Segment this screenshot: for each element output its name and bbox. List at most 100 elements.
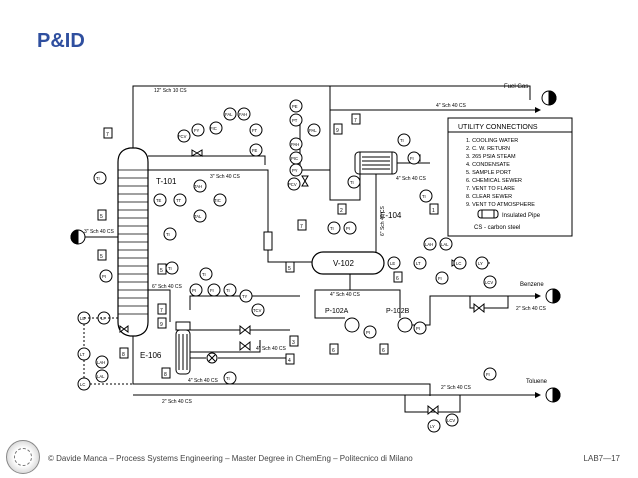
instrument-lt: LT	[413, 256, 427, 270]
svg-text:FY: FY	[194, 128, 200, 133]
instrument-fi-benz: FI	[435, 271, 449, 285]
instrument-pic: PIC	[289, 151, 303, 165]
instrument-ti-cw: TI	[419, 189, 433, 203]
instrument-ly-tol: LY	[427, 419, 441, 433]
bottoms-upper-pipe-label: 6" Sch 40 CS	[152, 284, 183, 290]
fuel-gas-terminal	[541, 90, 557, 106]
svg-text:TE: TE	[156, 198, 162, 203]
svg-text:TI: TI	[350, 180, 354, 185]
steam-pipe-label: 4" Sch 40 CS	[256, 346, 287, 352]
instrument-pi-pa: PI	[363, 325, 377, 339]
instrument-tal: TAL	[193, 209, 207, 223]
pump-a-label: P-102A	[325, 308, 349, 315]
drum-label: V-102	[333, 259, 354, 268]
instrument-lc-reb: LC	[77, 377, 91, 391]
svg-text:FI: FI	[486, 372, 490, 377]
instrument-pal: PAL	[307, 123, 321, 137]
utility-item-3: 3. 265 PSIA STEAM	[466, 154, 516, 160]
column-t101: T-101	[117, 147, 177, 337]
svg-text:FI: FI	[410, 156, 414, 161]
instrument-pcv: PCV	[287, 177, 301, 191]
fuel-gas-pipe-label: 4" Sch 40 CS	[436, 103, 467, 109]
bottoms-pipe-label: 2" Sch 40 CS	[162, 399, 193, 405]
svg-text:TI: TI	[168, 266, 172, 271]
instrument-pt: PT	[289, 113, 303, 127]
svg-text:FIC: FIC	[210, 126, 217, 131]
svg-text:PY: PY	[292, 168, 298, 173]
svg-text:TI: TI	[96, 176, 100, 181]
utility-item-5: 5. SAMPLE PORT	[466, 170, 512, 176]
page-number: LAB7—17	[583, 454, 620, 463]
utility-item-6: 6. CHEMICAL SEWER	[466, 178, 522, 184]
svg-text:LC: LC	[456, 261, 461, 266]
instrument-ly: LY	[475, 256, 489, 270]
utility-item-2: 2. C. W. RETURN	[466, 146, 510, 152]
condenser-vert-pipe-label: 6" Sch 40 CS	[380, 205, 386, 236]
svg-text:LAL: LAL	[441, 242, 449, 247]
instrument-fcv: FCV	[177, 129, 191, 143]
instrument-ti-low: TI	[165, 261, 179, 275]
svg-text:LC: LC	[80, 382, 85, 387]
svg-text:LT: LT	[416, 261, 421, 266]
svg-text:5: 5	[160, 268, 163, 274]
svg-text:1: 1	[432, 208, 435, 214]
svg-text:PAL: PAL	[309, 128, 317, 133]
instrument-lcv-benz: LCV	[483, 275, 497, 289]
pump-b-label: P-102B	[386, 308, 410, 315]
feed-terminal	[70, 229, 86, 245]
svg-text:8: 8	[164, 372, 167, 378]
svg-text:FE: FE	[252, 148, 258, 153]
university-seal-icon	[6, 440, 40, 474]
svg-text:LAH: LAH	[97, 360, 105, 365]
instrument-fic: FIC	[209, 121, 223, 135]
instrument-ty: TY	[239, 289, 253, 303]
svg-text:8: 8	[122, 352, 125, 358]
benzene-terminal	[545, 288, 561, 304]
fuel-gas-label: Fuel Gas	[504, 84, 528, 90]
svg-text:FAL: FAL	[225, 112, 233, 117]
instrument-tcv: TCV	[251, 303, 265, 317]
svg-text:PI: PI	[192, 288, 196, 293]
slide-title: P&ID	[37, 30, 85, 52]
svg-text:PI: PI	[102, 274, 106, 279]
instrument-pi-reb: PI	[189, 283, 203, 297]
svg-text:TCV: TCV	[253, 308, 262, 313]
svg-text:LCV: LCV	[485, 280, 493, 285]
toluene-terminal	[545, 387, 561, 403]
svg-text:9: 9	[160, 322, 163, 328]
drum-bottom-pipe-label: 4" Sch 40 CS	[330, 292, 361, 298]
instrument-pi-pb: PI	[413, 321, 427, 335]
svg-text:PE: PE	[292, 104, 298, 109]
svg-text:PI: PI	[346, 226, 350, 231]
instrument-pi-col: PI	[99, 269, 113, 283]
instrument-ti-cond: TI	[347, 175, 361, 189]
svg-text:7: 7	[354, 118, 357, 124]
instrument-ti-col: TI	[93, 171, 107, 185]
svg-text:TAL: TAL	[194, 214, 202, 219]
carbon-steel-label: CS - carbon steel	[474, 225, 520, 231]
reboiler-label: E-106	[140, 351, 162, 360]
insulated-pipe-label: Insulated Pipe	[502, 213, 541, 219]
instrument-fy: FY	[191, 123, 205, 137]
column-label: T-101	[156, 177, 177, 186]
instrument-lt-reb: LT	[77, 347, 91, 361]
utility-legend-header: UTILITY CONNECTIONS	[458, 124, 538, 131]
svg-text:LY: LY	[478, 261, 483, 266]
toluene-label: Toluene	[526, 379, 548, 385]
svg-text:TI: TI	[202, 272, 206, 277]
reboiler-pipe-label: 4" Sch 40 CS	[188, 378, 219, 384]
pump-p102b: P-102B	[386, 308, 413, 333]
svg-text:5: 5	[100, 214, 103, 220]
svg-text:TI: TI	[166, 232, 170, 237]
instrument-lah-reb: LAH	[95, 355, 109, 369]
instrument-ti-mid: TI	[163, 227, 177, 241]
instrument-fi-reb: FI	[207, 283, 221, 297]
svg-text:TI: TI	[400, 138, 404, 143]
svg-text:LY: LY	[430, 424, 435, 429]
benzene-label: Benzene	[520, 282, 544, 288]
svg-text:9: 9	[336, 128, 339, 134]
svg-text:7: 7	[160, 308, 163, 314]
svg-text:TI: TI	[226, 376, 230, 381]
svg-text:4: 4	[288, 358, 291, 364]
footer-credit: © Davide Manca – Process Systems Enginee…	[48, 454, 413, 463]
